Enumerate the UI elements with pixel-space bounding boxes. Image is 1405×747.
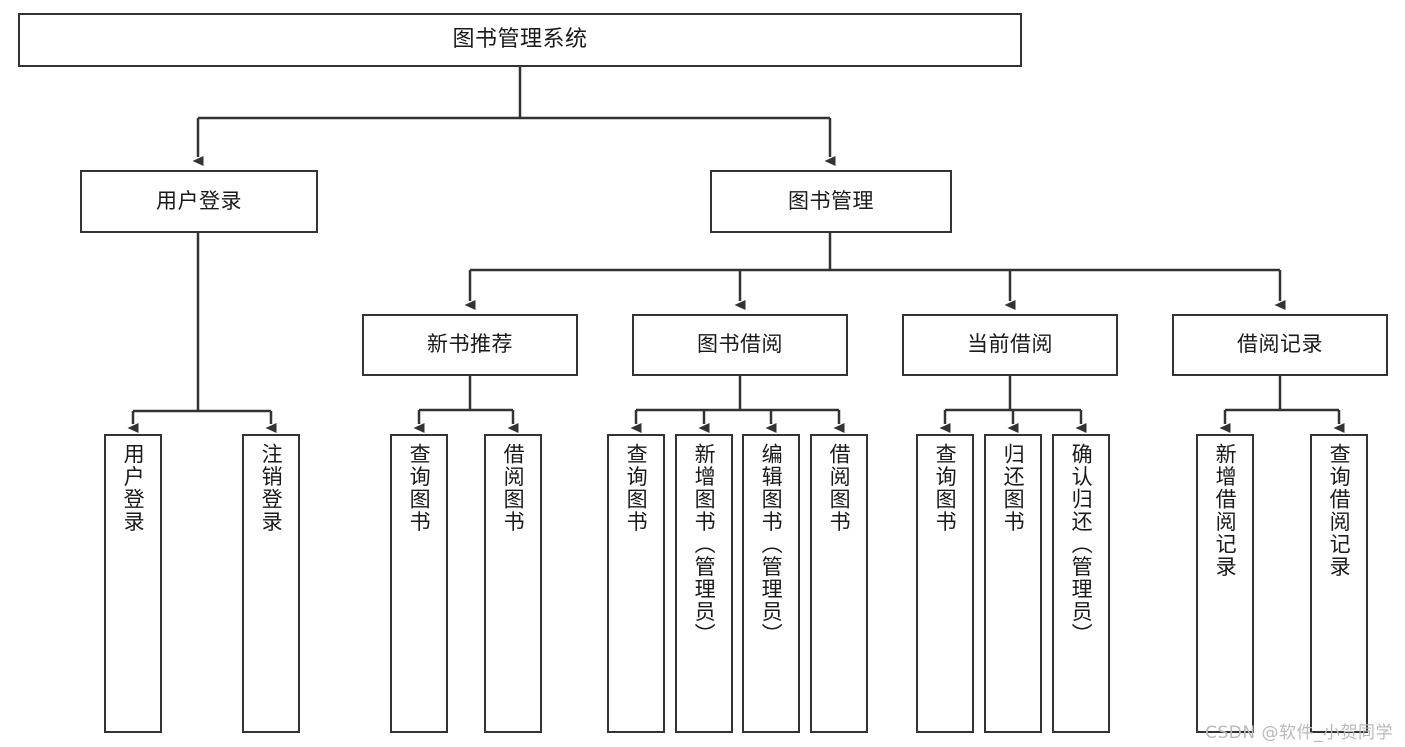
leaf-book-borrow-edit[interactable]: 编辑图书（管理员） — [742, 434, 800, 733]
leaf-book-borrow-query-label: 查询图书 — [624, 443, 649, 533]
leaf-borrow-record-add[interactable]: 新增借阅记录 — [1196, 434, 1254, 733]
node-book-borrow-label: 图书借阅 — [697, 332, 783, 357]
node-root[interactable]: 图书管理系统 — [18, 13, 1022, 67]
node-book-borrow[interactable]: 图书借阅 — [632, 314, 848, 376]
leaf-book-borrow-edit-label: 编辑图书（管理员） — [759, 443, 784, 646]
leaf-current-borrow-return[interactable]: 归还图书 — [984, 434, 1042, 733]
leaf-current-borrow-query[interactable]: 查询图书 — [916, 434, 974, 733]
leaf-book-borrow-lend-label: 借阅图书 — [827, 443, 852, 533]
node-new-book-recommend-label: 新书推荐 — [427, 332, 513, 357]
leaf-user-login-signin-label: 用户登录 — [121, 443, 146, 533]
leaf-book-borrow-add[interactable]: 新增图书（管理员） — [675, 434, 733, 733]
leaf-new-book-borrow[interactable]: 借阅图书 — [484, 434, 542, 733]
leaf-book-borrow-lend[interactable]: 借阅图书 — [810, 434, 868, 733]
leaf-new-book-query[interactable]: 查询图书 — [390, 434, 448, 733]
node-borrow-record-label: 借阅记录 — [1237, 332, 1323, 357]
node-root-label: 图书管理系统 — [452, 26, 588, 52]
node-user-login-label: 用户登录 — [156, 188, 242, 213]
leaf-current-borrow-confirm[interactable]: 确认归还（管理员） — [1052, 434, 1110, 733]
node-current-borrow-label: 当前借阅 — [967, 332, 1053, 357]
node-book-management[interactable]: 图书管理 — [710, 170, 952, 233]
leaf-borrow-record-query-label: 查询借阅记录 — [1327, 443, 1352, 578]
node-current-borrow[interactable]: 当前借阅 — [902, 314, 1118, 376]
leaf-new-book-borrow-label: 借阅图书 — [501, 443, 526, 533]
leaf-borrow-record-add-label: 新增借阅记录 — [1213, 443, 1238, 578]
leaf-current-borrow-confirm-label: 确认归还（管理员） — [1069, 443, 1094, 646]
watermark-text: CSDN @软件_小贺同学 — [1205, 723, 1393, 743]
node-new-book-recommend[interactable]: 新书推荐 — [362, 314, 578, 376]
leaf-new-book-query-label: 查询图书 — [407, 443, 432, 533]
leaf-user-login-signout-label: 注销登录 — [259, 443, 284, 533]
leaf-user-login-signout[interactable]: 注销登录 — [242, 434, 300, 733]
node-book-management-label: 图书管理 — [788, 188, 874, 213]
leaf-book-borrow-query[interactable]: 查询图书 — [607, 434, 665, 733]
leaf-user-login-signin[interactable]: 用户登录 — [104, 434, 162, 733]
leaf-borrow-record-query[interactable]: 查询借阅记录 — [1310, 434, 1368, 733]
leaf-book-borrow-add-label: 新增图书（管理员） — [692, 443, 717, 646]
node-user-login[interactable]: 用户登录 — [80, 170, 318, 233]
leaf-current-borrow-query-label: 查询图书 — [933, 443, 958, 533]
leaf-current-borrow-return-label: 归还图书 — [1001, 443, 1026, 533]
node-borrow-record[interactable]: 借阅记录 — [1172, 314, 1388, 376]
